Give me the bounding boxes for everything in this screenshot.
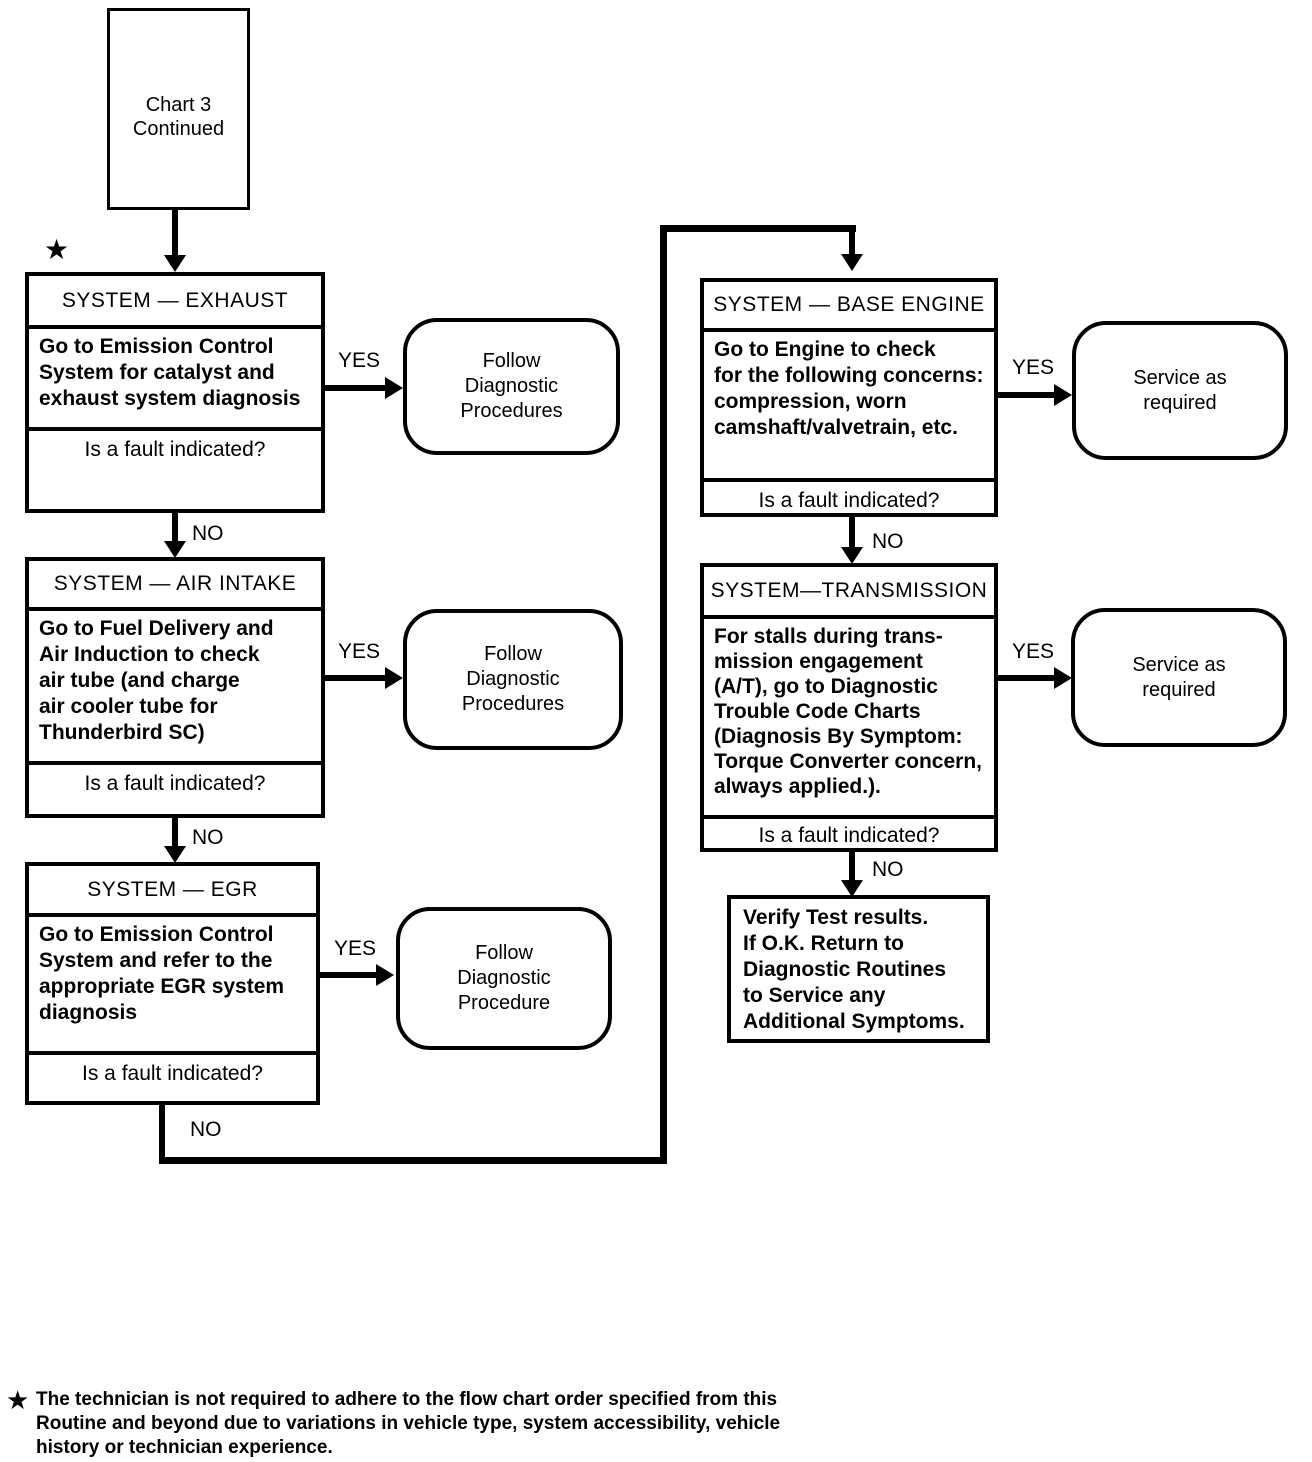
footnote-line-2: Routine and beyond due to variations in … [36,1413,781,1434]
node-header: SYSTEM — AIR INTAKE [29,561,321,611]
yes-label: YES [338,349,381,372]
node-system-exhaust: SYSTEM — EXHAUST Go to Emission Control … [25,272,325,513]
yes-label: YES [334,937,377,960]
arrowhead-down-icon [841,254,863,271]
terminal-follow-diagnostic-procedures-1: Follow Diagnostic Procedures [403,318,620,455]
star-marker-icon: ★ [44,234,70,265]
node-header: SYSTEM — BASE ENGINE [704,282,994,332]
connector-air-intake-yes [325,675,387,681]
node-question: Is a fault indicated? [758,824,940,847]
node-question: Is a fault indicated? [84,772,266,795]
node-header: SYSTEM — EGR [29,866,316,917]
node-question: Is a fault indicated? [82,1062,263,1085]
yes-label: YES [338,640,381,663]
footnote-line-1: The technician is not required to adhere… [36,1389,778,1410]
connector-start-to-exhaust [172,210,178,256]
node-header: SYSTEM — EXHAUST [29,276,321,329]
terminal-service-as-required-2: Service as required [1071,608,1287,747]
arrowhead-right-icon [376,964,394,986]
arrowhead-right-icon [385,667,403,689]
arrowhead-down-icon [164,541,186,558]
node-body: Go to Fuel Delivery and Air Induction to… [29,611,321,765]
no-label: NO [872,530,904,553]
arrowhead-right-icon [1054,667,1072,689]
node-body: Go to Emission Control System and refer … [29,917,316,1055]
no-label: NO [192,826,224,849]
node-system-egr: SYSTEM — EGR Go to Emission Control Syst… [25,862,320,1105]
footnote: The technician is not required to adhere… [36,1388,936,1460]
terminal-follow-diagnostic-procedure-3: Follow Diagnostic Procedure [396,907,612,1050]
connector-egr-no-up [660,225,667,1164]
no-label: NO [192,522,224,545]
arrowhead-right-icon [1054,384,1072,406]
connector-egr-no-across [159,1157,667,1164]
node-body: Go to Engine to check for the following … [704,332,994,482]
arrowhead-down-icon [164,846,186,863]
connector-air-intake-no [172,818,178,848]
yes-label: YES [1012,640,1055,663]
node-header: SYSTEM—TRANSMISSION [704,567,994,619]
connector-egr-no-top [660,225,856,232]
connector-transmission-yes [998,675,1056,681]
connector-exhaust-yes [325,385,387,391]
arrowhead-right-icon [385,377,403,399]
arrowhead-down-icon [164,255,186,272]
node-body: For stalls during trans- mission engagem… [704,619,994,819]
no-label: NO [190,1118,222,1141]
connector-into-base-engine [849,228,855,256]
terminal-follow-diagnostic-procedures-2: Follow Diagnostic Procedures [403,609,623,750]
footnote-line-3: history or technician experience. [36,1437,333,1458]
no-label: NO [872,858,904,881]
node-system-transmission: SYSTEM—TRANSMISSION For stalls during tr… [700,563,998,852]
node-question: Is a fault indicated? [84,438,266,461]
connector-base-engine-yes [998,392,1056,398]
connector-transmission-no [849,852,855,882]
yes-label: YES [1012,356,1055,379]
start-node: Chart 3 Continued [107,8,250,210]
arrowhead-down-icon [841,547,863,564]
connector-egr-no-down [159,1105,165,1163]
connector-egr-yes [320,972,378,978]
node-question: Is a fault indicated? [758,489,940,512]
connector-exhaust-no [172,513,178,543]
footnote-star-icon: ★ [6,1385,30,1415]
arrowhead-down-icon [841,880,863,897]
node-system-base-engine: SYSTEM — BASE ENGINE Go to Engine to che… [700,278,998,517]
node-verify-test-results: Verify Test results. If O.K. Return to D… [727,895,990,1043]
connector-base-engine-no [849,517,855,549]
terminal-service-as-required-1: Service as required [1072,321,1288,460]
node-system-air-intake: SYSTEM — AIR INTAKE Go to Fuel Delivery … [25,557,325,818]
node-body: Go to Emission Control System for cataly… [29,329,321,431]
